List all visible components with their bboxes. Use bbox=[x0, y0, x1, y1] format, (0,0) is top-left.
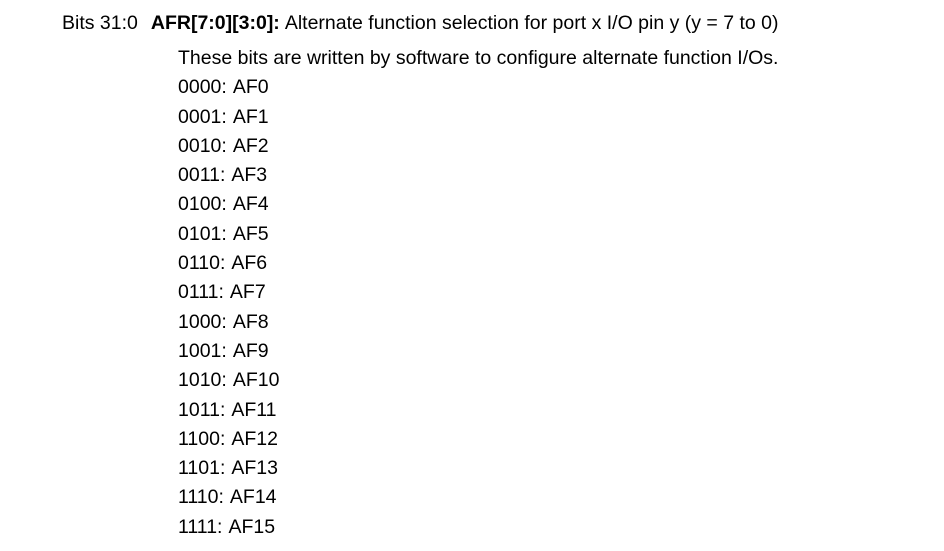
list-item: 1101:AF13 bbox=[178, 454, 778, 483]
field-summary-text: Alternate function selection for port x … bbox=[284, 12, 779, 34]
list-item: 1001:AF9 bbox=[178, 337, 778, 366]
list-item: 1100:AF12 bbox=[178, 425, 778, 454]
encoding-code: 0100 bbox=[178, 193, 222, 216]
encoding-code: 1001 bbox=[178, 339, 222, 362]
encoding-code: 0110 bbox=[178, 252, 220, 275]
encoding-value: AF0 bbox=[232, 76, 269, 99]
encoding-separator: : bbox=[218, 281, 224, 304]
encoding-code: 0011 bbox=[178, 164, 220, 187]
encoding-value: AF6 bbox=[231, 252, 268, 275]
encoding-separator: : bbox=[221, 105, 227, 128]
encoding-value: AF1 bbox=[232, 105, 269, 128]
encoding-code: 1110 bbox=[178, 486, 219, 509]
encoding-separator: : bbox=[221, 369, 227, 392]
encoding-code: 0001 bbox=[178, 105, 222, 128]
list-item: 0111:AF7 bbox=[178, 278, 778, 307]
encoding-value: AF5 bbox=[232, 222, 269, 245]
list-item: 0100:AF4 bbox=[178, 190, 778, 219]
encoding-code: 0101 bbox=[178, 222, 222, 245]
encoding-value: AF15 bbox=[228, 515, 276, 538]
encoding-value: AF2 bbox=[232, 134, 269, 157]
field-body-block: These bits are written by software to co… bbox=[178, 44, 778, 542]
encoding-code: 1100 bbox=[178, 427, 220, 450]
list-item: 0001:AF1 bbox=[178, 103, 778, 132]
encoding-value: AF10 bbox=[232, 369, 280, 392]
encoding-separator: : bbox=[219, 398, 226, 421]
bit-range-label: Bits 31:0 bbox=[62, 12, 138, 34]
encoding-code: 1111 bbox=[178, 515, 218, 538]
encoding-code: 1010 bbox=[178, 369, 222, 392]
encoding-separator: : bbox=[221, 222, 227, 245]
bits-definition-line: Bits 31:0 AFR[7:0][3:0]:Alternate functio… bbox=[62, 9, 779, 38]
encoding-separator: : bbox=[221, 134, 227, 157]
list-item: 1011:AF11 bbox=[178, 396, 778, 425]
encoding-value: AF7 bbox=[229, 281, 266, 304]
encoding-code: 1000 bbox=[178, 310, 222, 333]
list-item: 0010:AF2 bbox=[178, 132, 778, 161]
list-item: 0101:AF5 bbox=[178, 220, 778, 249]
encoding-value: AF12 bbox=[231, 427, 278, 450]
encoding-separator: : bbox=[219, 427, 226, 450]
encoding-code: 0010 bbox=[178, 134, 222, 157]
list-item: 1110:AF14 bbox=[178, 483, 778, 512]
field-note-text: These bits are written by software to co… bbox=[178, 47, 779, 69]
encoding-value: AF14 bbox=[229, 486, 277, 509]
encoding-value: AF3 bbox=[231, 164, 268, 187]
encoding-separator: : bbox=[219, 252, 226, 275]
list-item: 0011:AF3 bbox=[178, 161, 778, 190]
encoding-separator: : bbox=[221, 310, 227, 333]
list-item: 1000:AF8 bbox=[178, 308, 778, 337]
encoding-separator: : bbox=[221, 339, 227, 362]
encoding-separator: : bbox=[217, 515, 223, 538]
encoding-code: 1011 bbox=[178, 398, 220, 421]
encoding-value: AF4 bbox=[232, 193, 269, 216]
encoding-separator: : bbox=[219, 457, 226, 480]
encoding-value: AF11 bbox=[231, 398, 277, 421]
encoding-separator: : bbox=[221, 193, 227, 216]
encoding-separator: : bbox=[221, 76, 227, 99]
list-item: 0000:AF0 bbox=[178, 73, 778, 102]
encoding-value: AF13 bbox=[231, 457, 278, 480]
encoding-separator: : bbox=[219, 164, 226, 187]
encoding-value: AF8 bbox=[232, 310, 269, 333]
encoding-value: AF9 bbox=[232, 339, 269, 362]
list-item: 0110:AF6 bbox=[178, 249, 778, 278]
encoding-code: 1101 bbox=[178, 457, 220, 480]
encoding-code: 0111 bbox=[178, 281, 219, 304]
encoding-code: 0000 bbox=[178, 76, 222, 99]
encoding-list: 0000:AF0 0001:AF1 0010:AF2 0011:AF3 0100… bbox=[178, 73, 778, 542]
encoding-separator: : bbox=[218, 486, 224, 509]
field-name-label: AFR[7:0][3:0]: bbox=[150, 12, 280, 34]
list-item: 1010:AF10 bbox=[178, 366, 778, 395]
list-item: 1111:AF15 bbox=[178, 513, 778, 542]
